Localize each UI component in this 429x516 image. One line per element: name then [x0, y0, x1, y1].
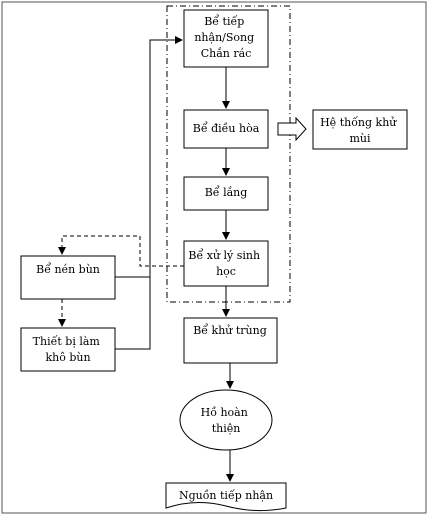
node-dieu-hoa: Bể điều hòa [183, 109, 269, 149]
process-group-border [166, 5, 291, 303]
node-lang-label: Bể lắng [205, 185, 248, 199]
node-ho-hoan-thien: Hồ hoàn thiện [179, 389, 273, 451]
arrow-dieu-hoa-to-khu-mui [277, 116, 307, 142]
node-khu-trung: Bể khử trùng [183, 317, 278, 364]
node-he-thong-khu-mui-label: Hệ thống khử mùi [320, 116, 400, 145]
node-he-thong-khu-mui: Hệ thống khử mùi [312, 109, 408, 150]
node-lang: Bể lắng [183, 176, 269, 211]
node-dieu-hoa-label: Bể điều hòa [193, 121, 260, 135]
node-khu-trung-label: Bể khử trùng [193, 323, 267, 337]
node-xu-ly-sinh-hoc: Bể xử lý sinh học [183, 240, 269, 287]
node-nguon-tiep-nhan: Nguồn tiếp nhận [165, 482, 287, 512]
node-xu-ly-sinh-hoc-label: Bể xử lý sinh học [188, 248, 263, 278]
node-thiet-bi-lam-kho-bun-label: Thiết bị làm khô bùn [33, 335, 104, 364]
node-tiep-nhan: Bể tiếp nhận/Song Chắn rác [183, 9, 269, 68]
node-nen-bun: Bể nén bùn [20, 255, 116, 300]
arrow-nen-bun-to-tiep-nhan [115, 36, 183, 278]
node-nguon-tiep-nhan-label: Nguồn tiếp nhận [179, 489, 273, 502]
line-kho-bun-return [115, 277, 151, 350]
node-nen-bun-label: Bể nén bùn [36, 262, 100, 276]
node-tiep-nhan-label: Bể tiếp nhận/Song Chắn rác [194, 14, 257, 60]
node-thiet-bi-lam-kho-bun: Thiết bị làm khô bùn [20, 327, 116, 372]
node-ho-hoan-thien-label: Hồ hoàn thiện [201, 406, 252, 435]
arrow-sludge-to-nen-bun [58, 235, 184, 267]
